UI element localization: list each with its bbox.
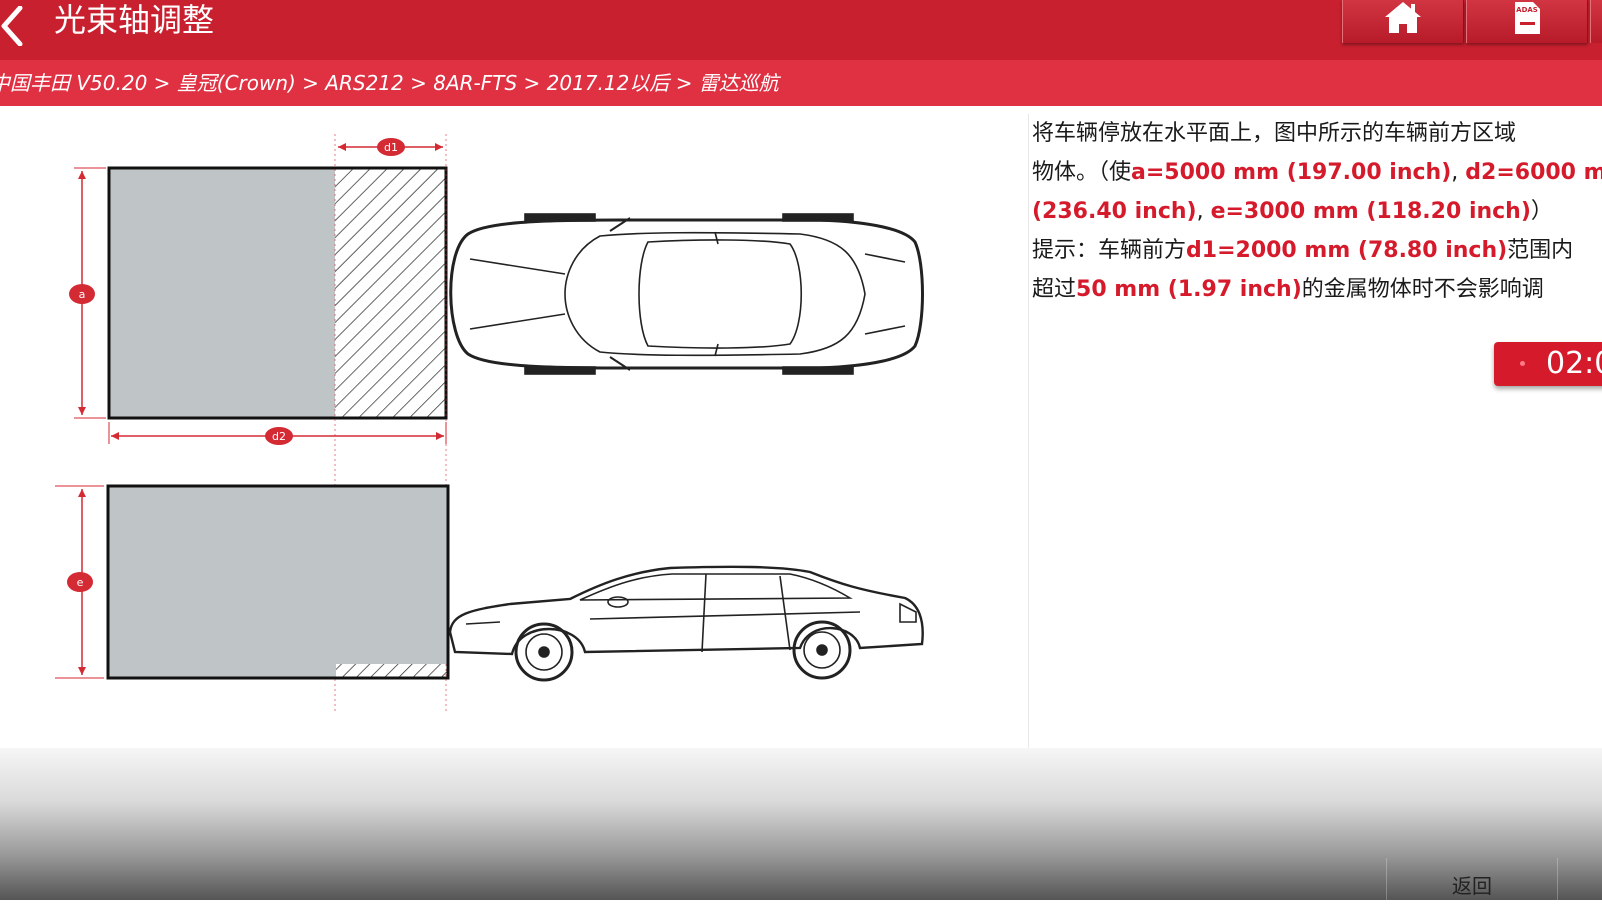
instruction-line-1: 将车辆停放在水平面上，图中所示的车辆前方区域	[1032, 121, 1517, 146]
adas-document-icon	[1515, 2, 1540, 34]
side-view-zone	[106, 484, 450, 680]
limit-value: 50 mm (1.97 inch)	[1076, 277, 1302, 302]
instruction-panel: 将车辆停放在水平面上，图中所示的车辆前方区域 物体。（使a=5000 mm (1…	[1032, 114, 1602, 748]
car-top-view	[449, 213, 924, 375]
breadcrumb-path: 中国丰田 V50.20 > 皇冠(Crown) > ARS212 > 8AR-F…	[0, 71, 779, 95]
d1-value: d1=2000 mm (78.80 inch)	[1186, 238, 1508, 263]
d1-label: d1	[384, 141, 398, 154]
e-value: e=3000 mm (118.20 inch)	[1210, 199, 1531, 224]
adas-button[interactable]: ADAS	[1466, 0, 1588, 43]
header-edge-button	[1590, 0, 1602, 43]
instruction-text: 将车辆停放在水平面上，图中所示的车辆前方区域 物体。（使a=5000 mm (1…	[1032, 114, 1602, 309]
d2-inch-value: (236.40 inch)	[1032, 199, 1197, 224]
a-label: a	[79, 288, 86, 301]
top-view-zone	[107, 134, 448, 714]
countdown-timer-button[interactable]: 02:00	[1494, 342, 1602, 386]
hint-line-2: 超过50 mm (1.97 inch)的金属物体时不会影响调	[1032, 277, 1544, 302]
diagram-panel: d1 a d2	[0, 114, 1029, 749]
return-button[interactable]: 返回	[1386, 858, 1558, 900]
timer-dot-icon	[1520, 361, 1525, 366]
instruction-line-3: (236.40 inch), e=3000 mm (118.20 inch)）	[1032, 199, 1553, 224]
car-side-view	[448, 565, 924, 682]
home-icon	[1385, 2, 1421, 33]
timer-text: 02:00	[1546, 346, 1602, 381]
d1-dimension: d1	[338, 138, 443, 156]
e-label: e	[77, 576, 84, 589]
positioning-diagram: d1 a d2	[55, 134, 924, 714]
title-bar: 光束轴调整 ADAS	[0, 0, 1602, 60]
e-dimension: e	[55, 485, 104, 679]
instruction-line-2: 物体。（使a=5000 mm (197.00 inch), d2=6000 mm	[1032, 153, 1602, 192]
d2-value: d2=6000 mm	[1465, 160, 1602, 185]
d2-dimension: d2	[108, 422, 447, 445]
bottom-toolbar: 返回	[0, 748, 1602, 900]
hint-line-1: 提示：车辆前方d1=2000 mm (78.80 inch)范围内	[1032, 238, 1574, 263]
page-title: 光束轴调整	[54, 1, 215, 39]
d2-label: d2	[272, 430, 286, 443]
adas-label: ADAS	[1516, 6, 1538, 14]
a-value: a=5000 mm (197.00 inch)	[1131, 160, 1452, 185]
breadcrumb: 中国丰田 V50.20 > 皇冠(Crown) > ARS212 > 8AR-F…	[0, 60, 1602, 106]
back-arrow-icon[interactable]	[0, 5, 34, 47]
a-dimension: a	[69, 167, 106, 419]
home-button[interactable]	[1342, 0, 1464, 43]
